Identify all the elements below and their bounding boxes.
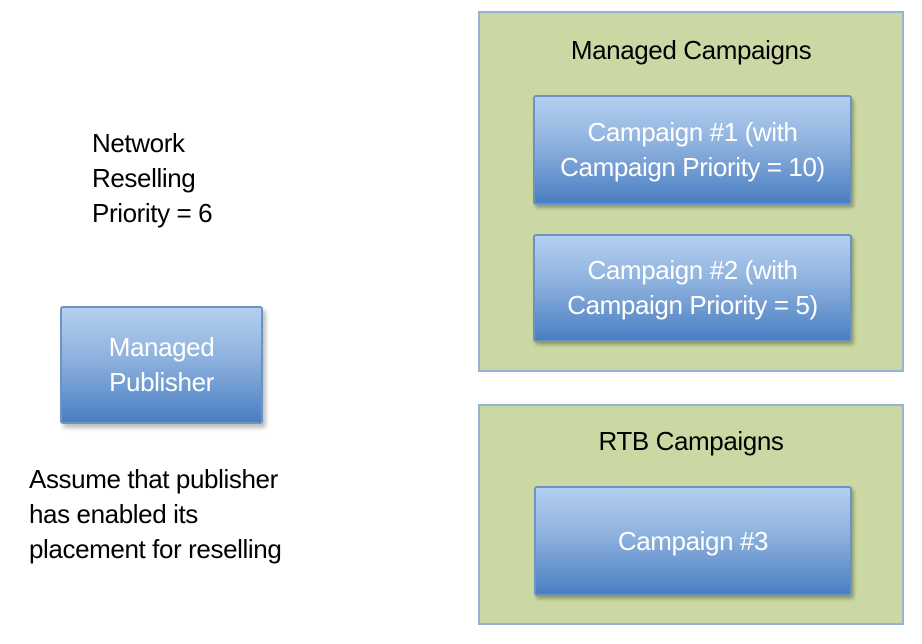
- rtb-campaigns-title: RTB Campaigns: [598, 426, 784, 456]
- campaign-2-box: Campaign #2 (with Campaign Priority = 5): [533, 234, 852, 342]
- assume-publisher-note: Assume that publisher has enabled its pl…: [29, 464, 282, 564]
- managed-campaigns-title: Managed Campaigns: [570, 35, 812, 65]
- rtb-campaigns-container: RTB Campaigns Campaign #3: [478, 404, 904, 625]
- network-reselling-priority-note: Network Reselling Priority = 6: [92, 128, 213, 228]
- managed-campaigns-container: Managed Campaigns Campaign #1 (with Camp…: [478, 11, 904, 372]
- managed-publisher-box: Managed Publisher: [60, 306, 263, 424]
- campaign-1-box: Campaign #1 (with Campaign Priority = 10…: [533, 95, 852, 205]
- campaign-3-box: Campaign #3: [534, 486, 852, 596]
